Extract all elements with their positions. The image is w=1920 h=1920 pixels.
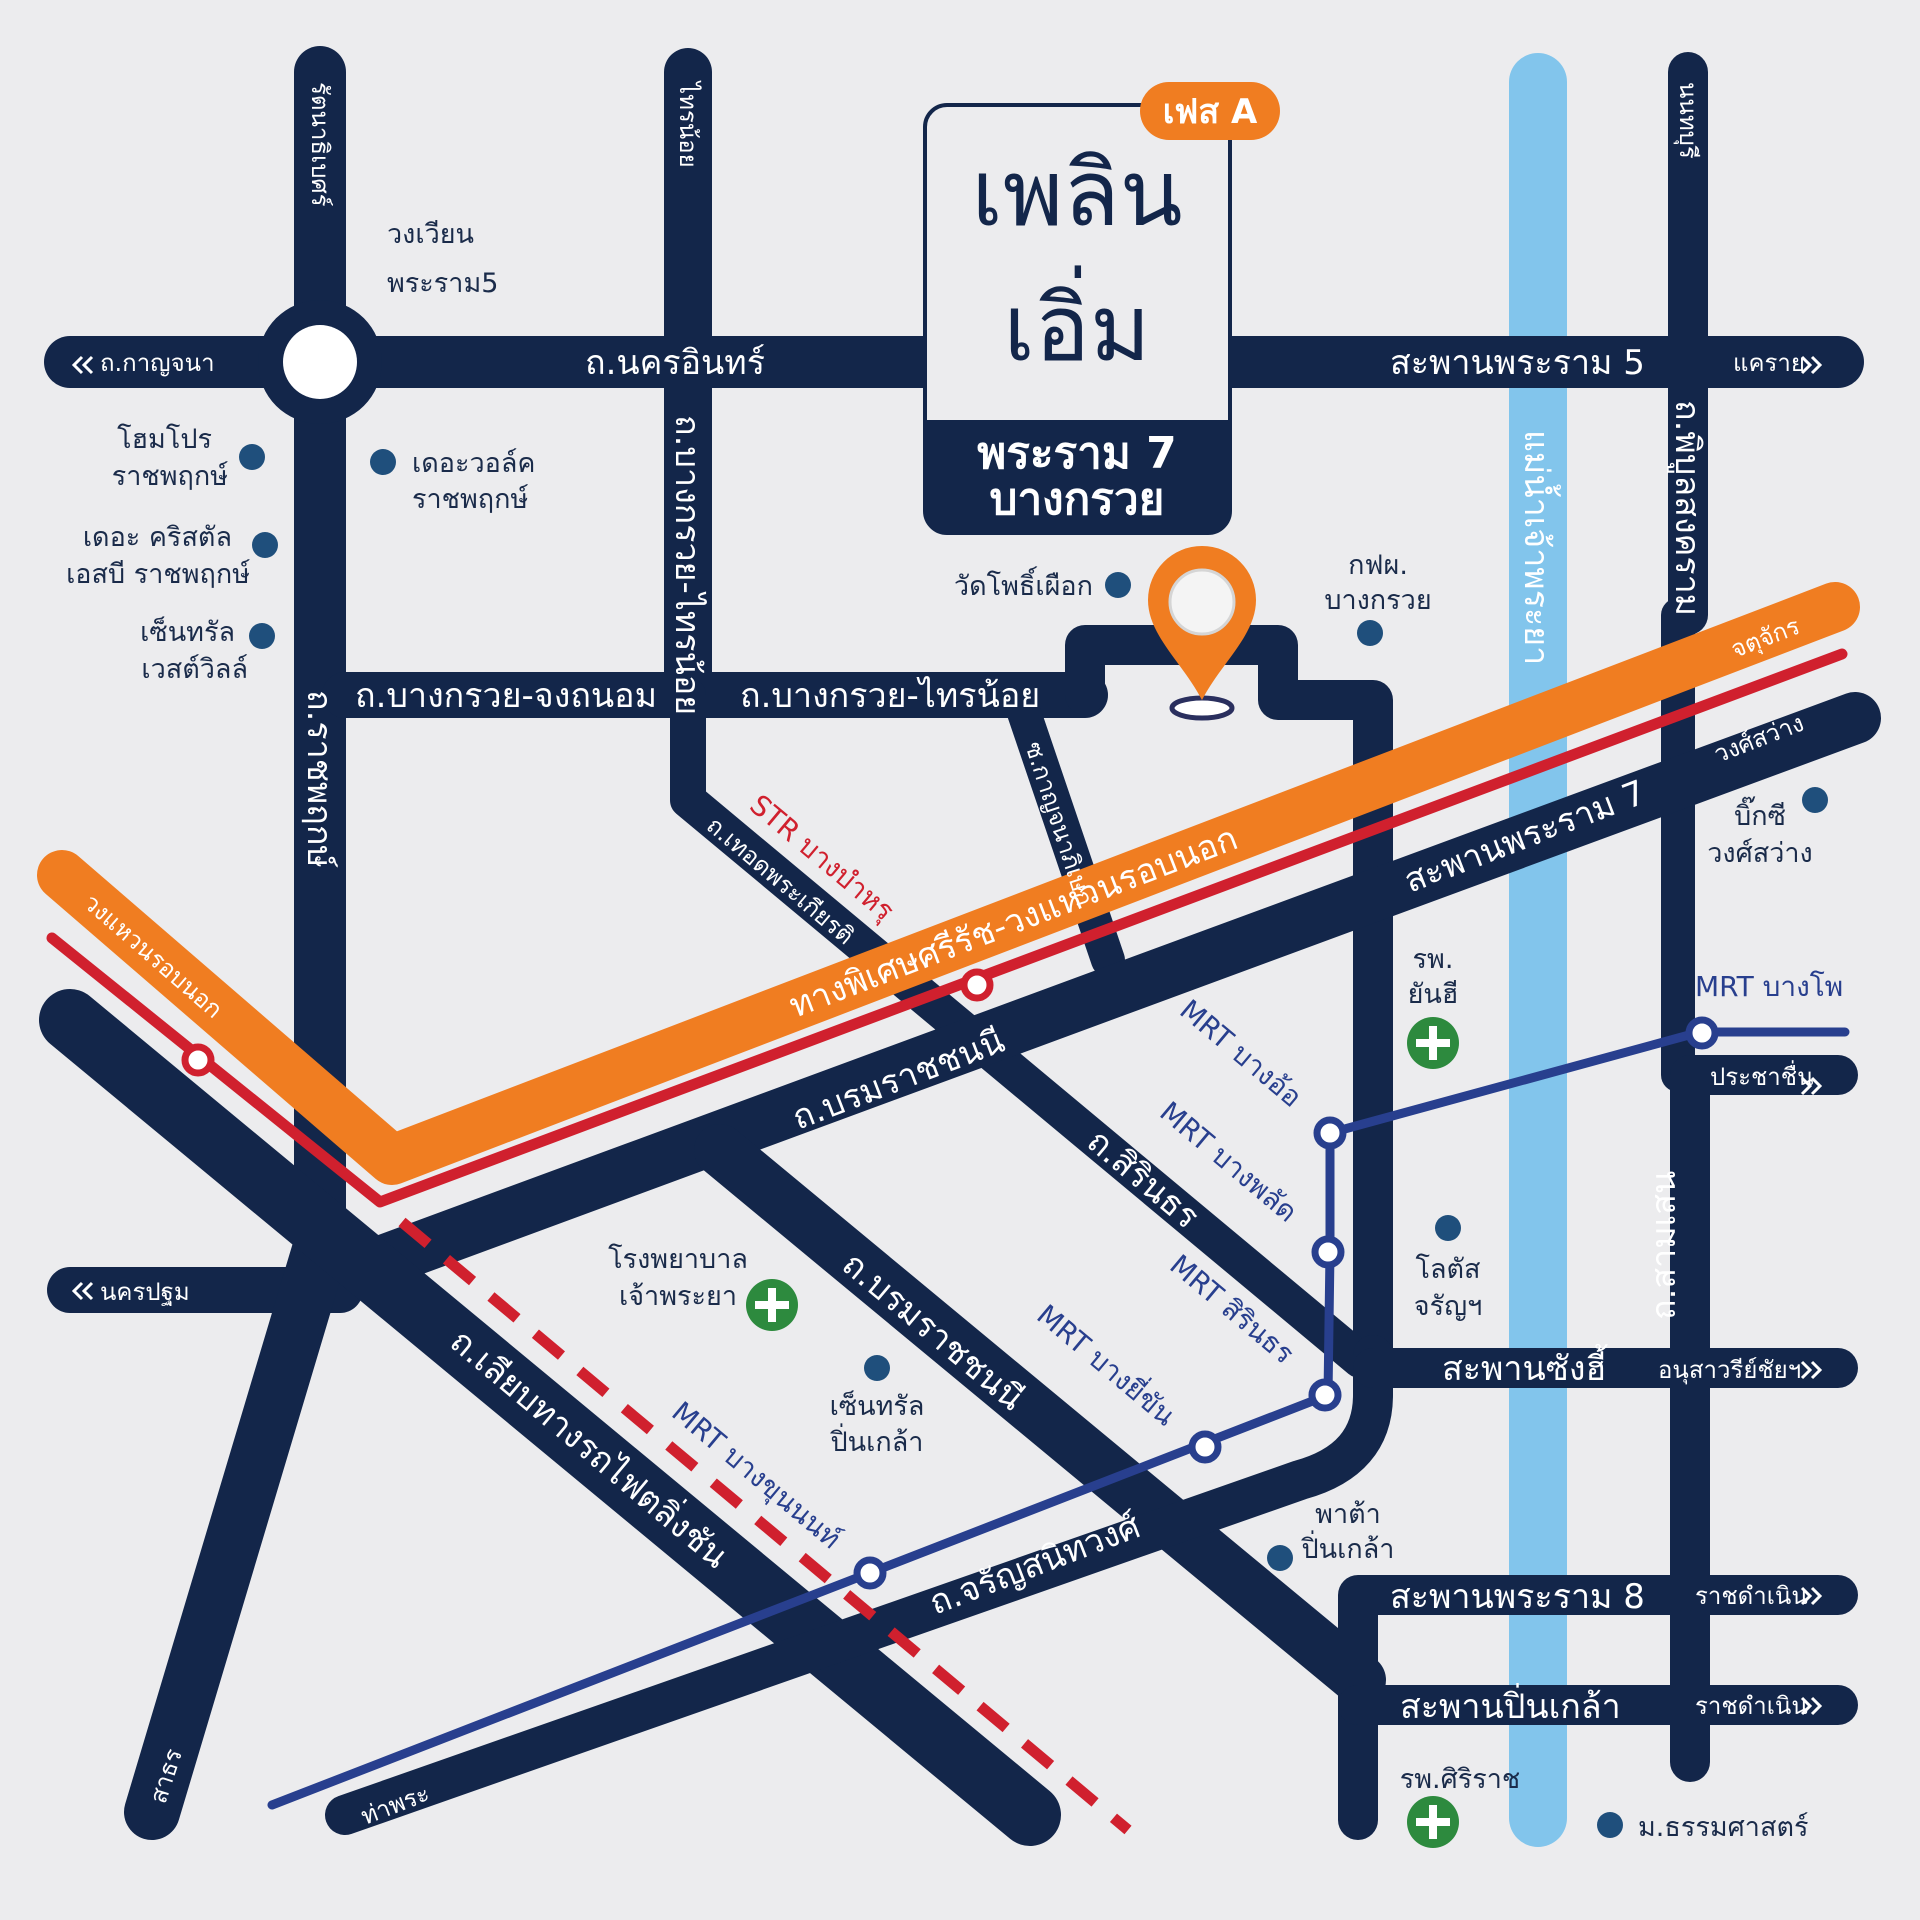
poi-label: ราชพฤกษ์ bbox=[112, 460, 229, 492]
road-label: ราชดำเนิน bbox=[1695, 1582, 1808, 1610]
poi-label: รพ. bbox=[1413, 944, 1454, 975]
road-label: ถ.ราชพฤกษ์ bbox=[299, 690, 339, 868]
hospital-icon bbox=[746, 1279, 798, 1331]
mrt-station-label: MRT บางอ้อ bbox=[1174, 993, 1309, 1114]
road-label: นนทบุรี bbox=[1673, 82, 1702, 159]
poi-label: จรัญฯ bbox=[1414, 1291, 1483, 1322]
str-line bbox=[46, 648, 1848, 1208]
expressway-line bbox=[37, 582, 1860, 1185]
road-label: รัตนาธิเบศร์ bbox=[306, 82, 334, 207]
poi-label: กฟผ. bbox=[1348, 550, 1408, 581]
poi-label: โรงพยาบาล bbox=[608, 1244, 748, 1275]
poi-label: โฮมโปร bbox=[117, 424, 212, 455]
poi-label: รพ.ศิริราช bbox=[1400, 1764, 1521, 1795]
road-label: ประชาชื่น bbox=[1710, 1060, 1813, 1091]
project-name-line2: เอิ่ม bbox=[1003, 265, 1150, 382]
poi-label: เดอะวอล์ค bbox=[412, 447, 535, 479]
road-label: ราชดำเนิน bbox=[1695, 1692, 1808, 1720]
road-label: นครปฐม bbox=[100, 1278, 190, 1306]
station-markers bbox=[181, 968, 1719, 1590]
road-label: ถ.สามเสน bbox=[1644, 1171, 1684, 1320]
direction-arrows bbox=[71, 355, 1823, 1716]
road-label: ถ.นครอินทร์ bbox=[585, 343, 765, 383]
road-label: ไทรน้อย bbox=[674, 80, 702, 168]
poi-label: บิ๊กซี bbox=[1734, 796, 1786, 832]
phase-badge bbox=[1140, 82, 1280, 140]
poi-label: วงศ์สว่าง bbox=[1707, 837, 1812, 869]
poi-label: วัดโพธิ์เผือก bbox=[954, 566, 1093, 602]
road-label: ถ.พิบูลสงคราม bbox=[1667, 400, 1707, 616]
project-location-line1: พระราม 7 bbox=[977, 428, 1177, 479]
river-label: แม่น้ำเจ้าพระยา bbox=[1516, 430, 1561, 665]
poi-dots bbox=[239, 444, 1828, 1838]
poi-label: บางกรวย bbox=[1324, 585, 1431, 616]
roundabout-label: พระราม5 bbox=[387, 268, 498, 299]
poi-label: เซ็นทรัล bbox=[140, 614, 235, 648]
road-label: ถ.กาญจนา bbox=[100, 349, 215, 377]
place-labels: โฮมโปร ราชพฤกษ์ เดอะวอล์ค ราชพฤกษ์ เดอะ … bbox=[66, 424, 1813, 1843]
road-label: แคราย bbox=[1733, 349, 1805, 377]
project-location-line2: บางกรวย bbox=[990, 474, 1165, 525]
poi-label: ปิ่นเกล้า bbox=[1301, 1530, 1394, 1565]
road-label: สะพานปิ่นเกล้า bbox=[1400, 1683, 1621, 1727]
poi-label: ราชพฤกษ์ bbox=[412, 483, 529, 515]
road-label: ถ.บางกรวย-ไทรน้อย bbox=[667, 415, 707, 715]
poi-label: เวสต์วิลล์ bbox=[141, 653, 248, 685]
poi-label: โลตัส bbox=[1415, 1254, 1480, 1285]
road-label: ถ.เลียบทางรถไฟตลิ่งชัน bbox=[442, 1318, 738, 1576]
roundabout-label: วงเวียน bbox=[387, 219, 474, 250]
mrt-station-label: MRT บางโพ bbox=[1695, 970, 1843, 1003]
poi-label: เดอะ คริสตัล bbox=[83, 522, 232, 553]
poi-label: พาต้า bbox=[1315, 1499, 1381, 1530]
project-logo: เฟส A เพลิน เอิ่ม พระราม 7 บางกรวย bbox=[923, 82, 1280, 535]
project-name-line1: เพลิน bbox=[971, 140, 1182, 247]
project-location-pin bbox=[1148, 546, 1256, 721]
road-label: อนุสาวรีย์ชัยฯ bbox=[1658, 1356, 1801, 1385]
poi-label: เอสบี ราชพฤกษ์ bbox=[66, 558, 251, 590]
poi-label: เซ็นทรัล bbox=[830, 1388, 925, 1422]
poi-label: ปิ่นเกล้า bbox=[830, 1423, 923, 1458]
road-label: สะพานพระราม 5 bbox=[1390, 343, 1645, 383]
poi-label: เจ้าพระยา bbox=[619, 1281, 737, 1312]
mrt-line bbox=[267, 1027, 1850, 1810]
phase-badge-label: เฟส A bbox=[1163, 92, 1258, 132]
str-line-planned bbox=[398, 1217, 1132, 1835]
poi-label: ม.ธรรมศาสตร์ bbox=[1638, 1811, 1808, 1843]
hospital-icon bbox=[1407, 1017, 1459, 1069]
road-label: สะพานพระราม 8 bbox=[1390, 1577, 1645, 1617]
poi-label: ยันฮี bbox=[1408, 979, 1459, 1010]
road-label: วงแหวนรอบนอก bbox=[78, 888, 228, 1023]
road-label: สะพานซังฮี้ bbox=[1442, 1344, 1609, 1389]
hospital-icon bbox=[1407, 1796, 1459, 1848]
road-label: ถ.บางกรวย-ไทรน้อย bbox=[740, 676, 1040, 716]
road-label: ถ.บางกรวย-จงถนอม bbox=[355, 676, 657, 716]
